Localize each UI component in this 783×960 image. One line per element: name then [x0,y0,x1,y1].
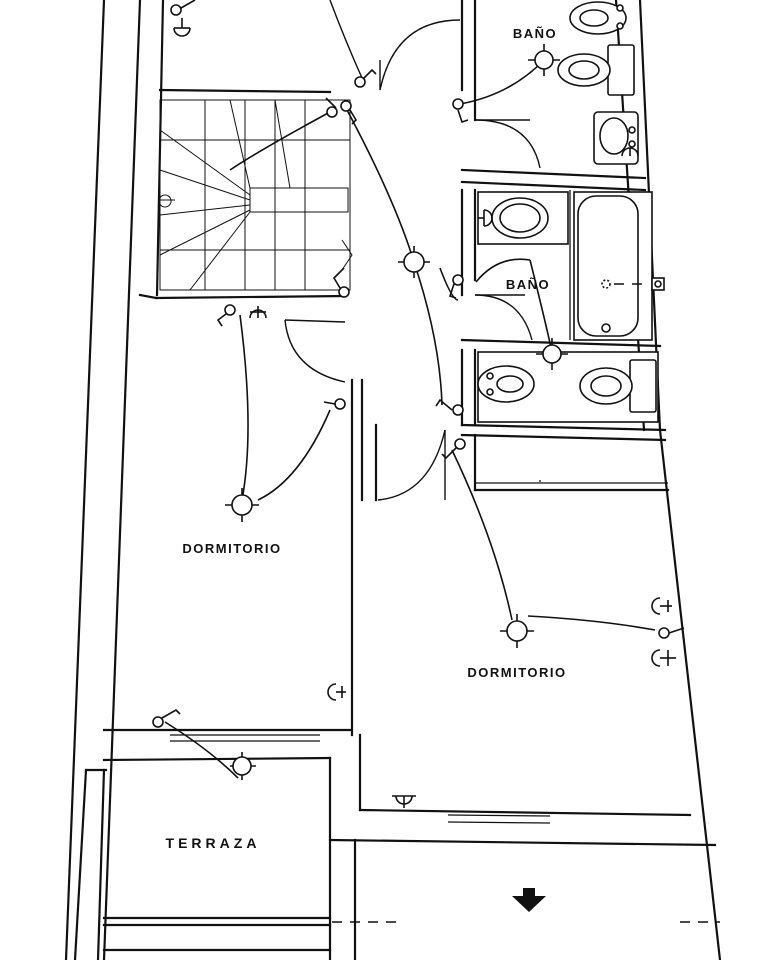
switch-icon [170,0,196,16]
switch-icon [441,438,466,460]
ceiling-light-icon [398,246,430,278]
room-label-terrace: TERRAZA [166,835,261,851]
switch-icon [658,627,685,639]
ceiling-light-icon [500,614,534,648]
switch-icon [152,709,181,728]
outlet-icon [478,209,493,227]
outlet-icon [621,147,639,157]
switch-icon [323,398,346,410]
room-label-bedroom-right: DORMITORIO [467,665,566,680]
switches [152,0,685,728]
switch-icon [340,100,358,125]
outlets [173,18,676,808]
outlet-icon [392,795,416,808]
switch-icon [325,97,338,118]
outlet-icon [651,597,672,615]
ceiling-light-icon [225,488,259,522]
room-label-bath-top: BAÑO [513,26,557,41]
toilet-tank-icon [607,44,635,96]
outlet-icon [173,18,191,37]
ceiling-light-icon [536,338,568,370]
outlet-icon [327,683,346,701]
switch-icon [332,267,350,298]
toilet-tank-icon [629,359,657,413]
outlet-icon [249,306,267,319]
switch-icon [452,98,469,124]
arrow-down-icon [512,888,546,912]
staircase [158,99,353,291]
switch-icon [435,398,464,416]
interior-walls [73,0,717,960]
switch-icon [448,274,464,299]
ceiling-light-icon [230,752,256,780]
ceiling-light-icon [528,44,560,76]
switch-icon [354,68,377,88]
room-label-bath-mid: BAÑO [506,277,550,292]
outlet-icon [651,649,676,667]
bathroom-fixtures [477,1,665,423]
switch-icon [216,304,236,327]
ceiling-lights [225,44,568,780]
doors [284,0,541,501]
room-label-bedroom-left: DORMITORIO [182,541,281,556]
